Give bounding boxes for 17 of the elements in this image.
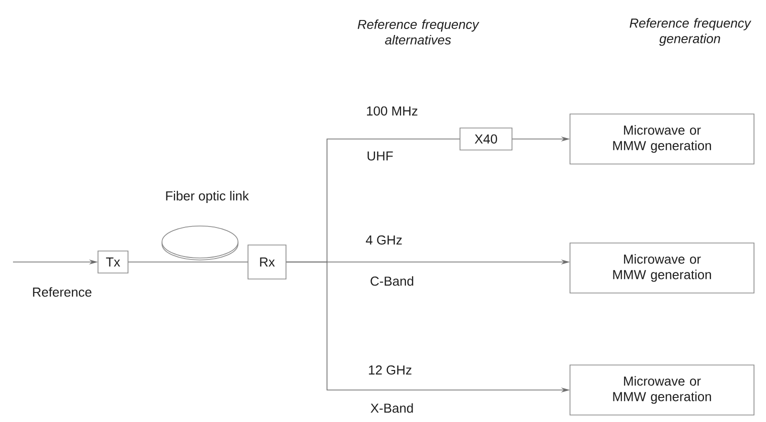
- band-label: X-Band: [370, 403, 413, 413]
- edge-label: 4 GHz: [366, 235, 402, 245]
- edge-label: Reference: [33, 287, 92, 297]
- band-label: C-Band: [370, 276, 414, 286]
- node-caption: Fiber optic link: [166, 190, 249, 204]
- column-heading: Reference frequency generation: [630, 18, 752, 46]
- edge-label: 100 MHz: [366, 106, 418, 116]
- column-heading: Reference frequency alternatives: [358, 19, 480, 45]
- block-box: Tx: [98, 250, 128, 274]
- process-box: Microwave or MMW generation: [570, 364, 754, 416]
- process-box: Microwave or MMW generation: [570, 114, 754, 164]
- block-box: X40: [460, 128, 512, 150]
- fiber-coil: [162, 226, 238, 260]
- edge-label: 12 GHz: [368, 365, 412, 375]
- block-box: Rx: [248, 244, 286, 280]
- band-label: UHF: [368, 151, 393, 161]
- process-box: Microwave or MMW generation: [570, 242, 754, 294]
